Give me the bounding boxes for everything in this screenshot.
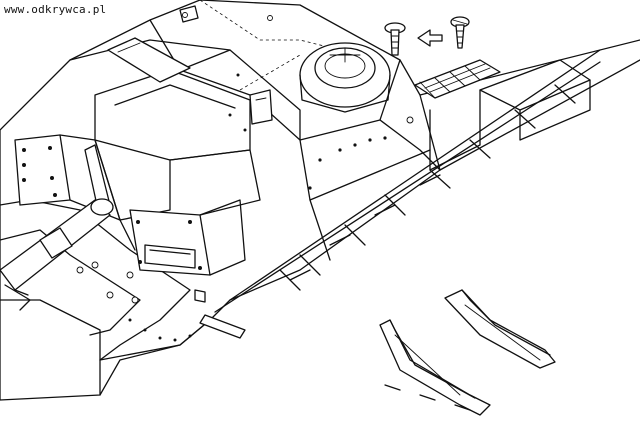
- loose-part-a: [379, 319, 491, 416]
- watermark-text: www.odkrywca.pl: [4, 3, 107, 16]
- hollow-arrow-left-icon: [417, 29, 443, 47]
- side-rail-frame-icon: [194, 39, 640, 339]
- rivet-pattern: [22, 12, 414, 342]
- mushroom-bolt-icon: [384, 22, 406, 56]
- loose-part-b: [444, 289, 556, 369]
- vehicle-hull-icon: [0, 0, 441, 401]
- screw-icon: [450, 16, 470, 49]
